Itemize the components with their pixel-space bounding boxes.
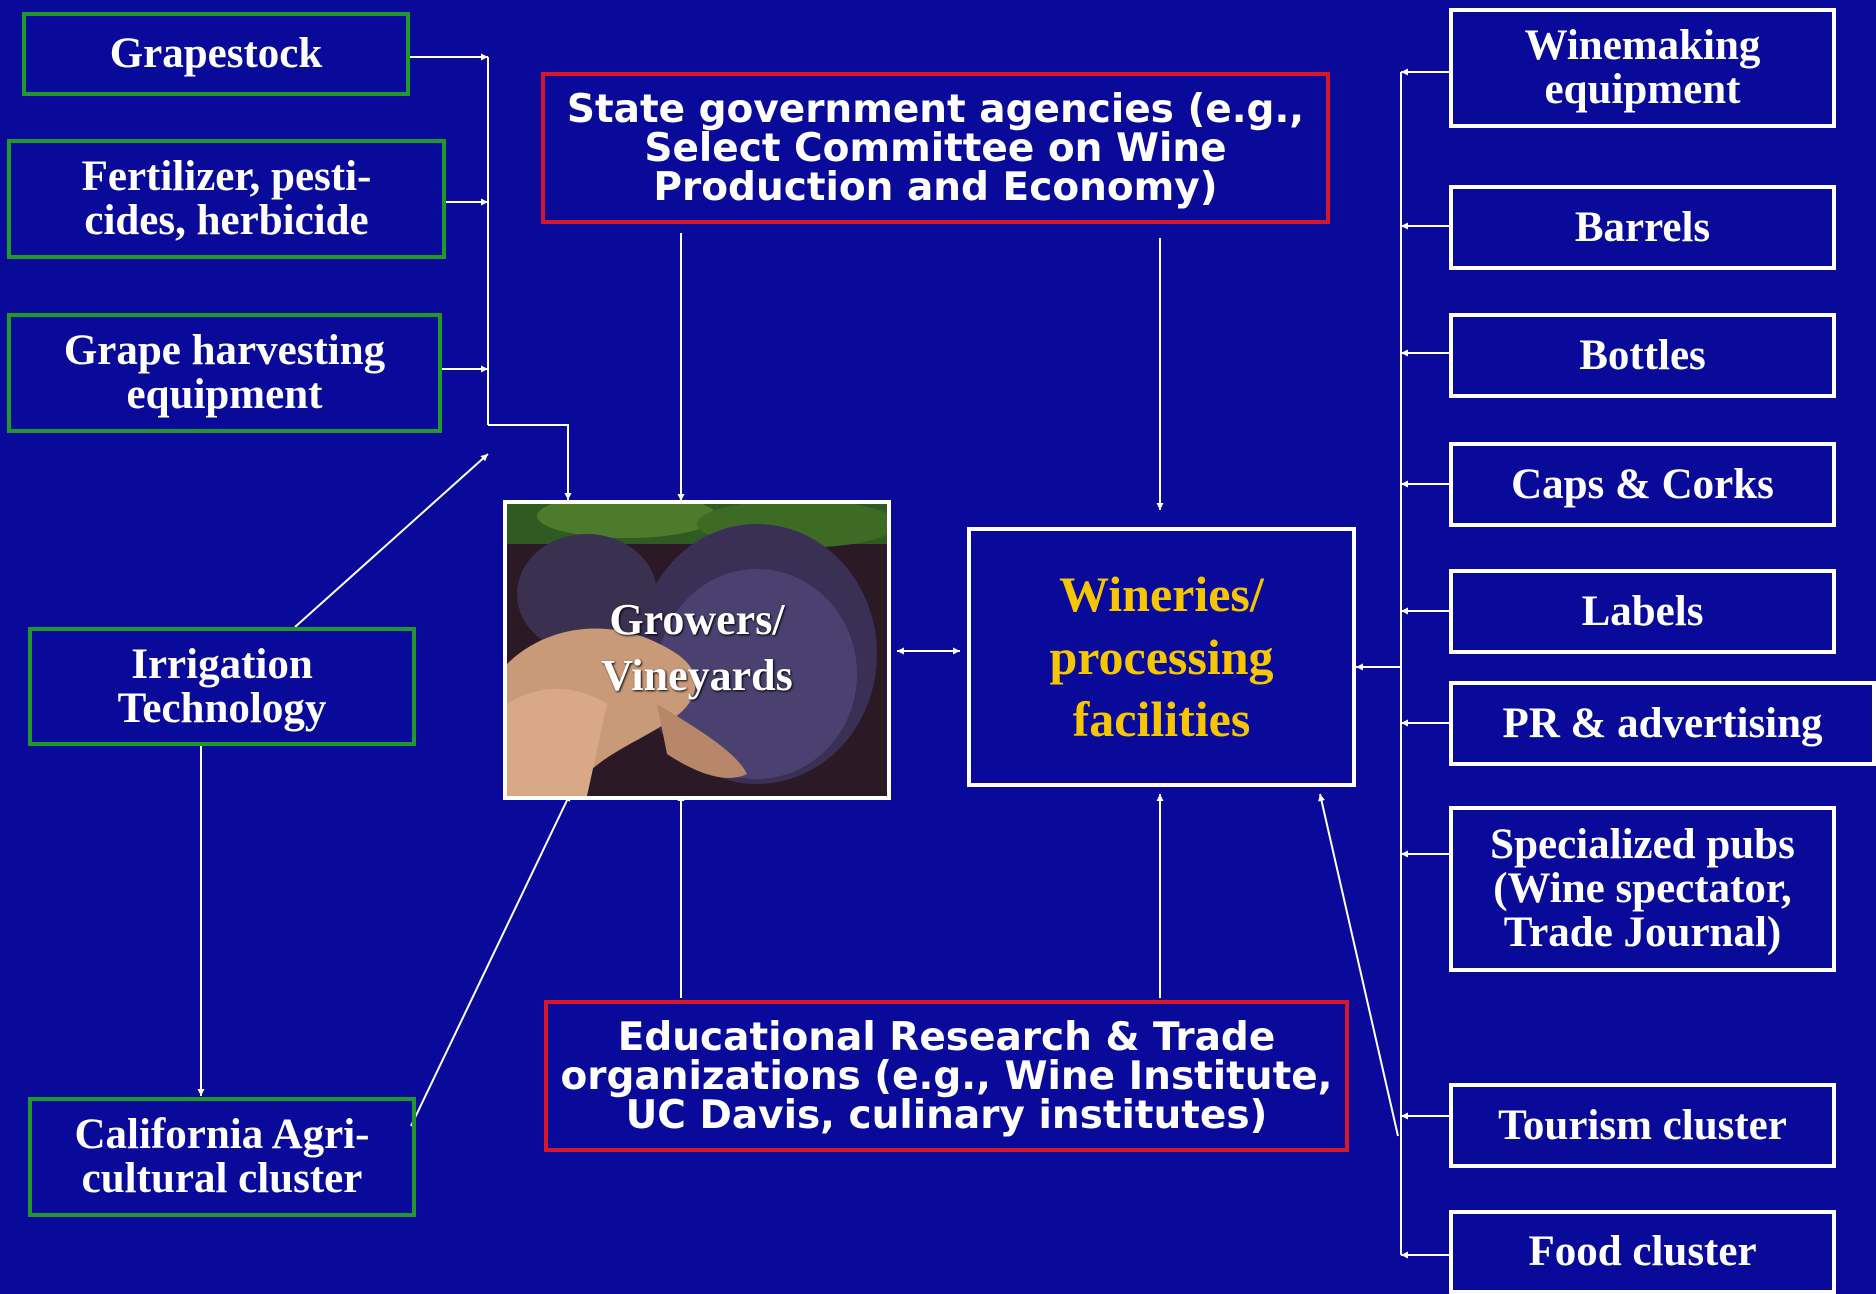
labels-label: Labels: [1581, 587, 1704, 635]
harvesting-equipment-label: Grape harvesting equipment: [63, 327, 386, 418]
fertilizer-label: Fertilizer, pesti- cides, herbicide: [81, 153, 372, 244]
wineries-processing-label: Wineries/ processing facilities: [1049, 566, 1274, 748]
educational-research-trade-box: Educational Research & Trade organizatio…: [544, 1000, 1349, 1152]
grapes-hand-photo: [507, 504, 887, 796]
state-government-agencies-box: State government agencies (e.g., Select …: [541, 72, 1330, 224]
harvesting-equipment-box: Grape harvesting equipment: [7, 313, 442, 433]
food-cluster-box: Food cluster: [1449, 1210, 1836, 1294]
specialized-pubs-box: Specialized pubs (Wine spectator, Trade …: [1449, 806, 1836, 972]
wineries-processing-box: Wineries/ processing facilities: [967, 527, 1356, 787]
irrigation-technology-box: Irrigation Technology: [28, 627, 416, 746]
winemaking-equipment-label: Winemaking equipment: [1524, 22, 1761, 113]
caps-corks-label: Caps & Corks: [1511, 460, 1774, 508]
irrigation-technology-label: Irrigation Technology: [117, 640, 327, 732]
pr-advertising-box: PR & advertising: [1449, 681, 1876, 766]
winemaking-equipment-box: Winemaking equipment: [1449, 8, 1836, 128]
grapestock-box: Grapestock: [22, 12, 410, 96]
growers-vineyards-label: Growers/ Vineyards: [601, 595, 793, 701]
fertilizer-box: Fertilizer, pesti- cides, herbicide: [7, 139, 446, 259]
tourism-cluster-label: Tourism cluster: [1498, 1101, 1787, 1149]
specialized-pubs-label: Specialized pubs (Wine spectator, Trade …: [1490, 821, 1795, 956]
educational-research-trade-label: Educational Research & Trade organizatio…: [560, 1014, 1333, 1138]
barrels-label: Barrels: [1574, 203, 1711, 251]
bottles-label: Bottles: [1579, 331, 1706, 379]
tourism-cluster-box: Tourism cluster: [1449, 1083, 1836, 1168]
pr-advertising-label: PR & advertising: [1502, 699, 1823, 747]
barrels-box: Barrels: [1449, 185, 1836, 270]
food-cluster-label: Food cluster: [1528, 1228, 1757, 1276]
state-government-agencies-label: State government agencies (e.g., Select …: [566, 86, 1305, 210]
california-agricultural-cluster-box: California Agri- cultural cluster: [28, 1097, 416, 1217]
grapestock-label: Grapestock: [109, 30, 323, 78]
growers-vineyards-box: Growers/ Vineyards: [503, 500, 891, 800]
caps-corks-box: Caps & Corks: [1449, 442, 1836, 527]
california-agricultural-cluster-label: California Agri- cultural cluster: [74, 1111, 370, 1202]
labels-box: Labels: [1449, 569, 1836, 654]
bottles-box: Bottles: [1449, 313, 1836, 398]
